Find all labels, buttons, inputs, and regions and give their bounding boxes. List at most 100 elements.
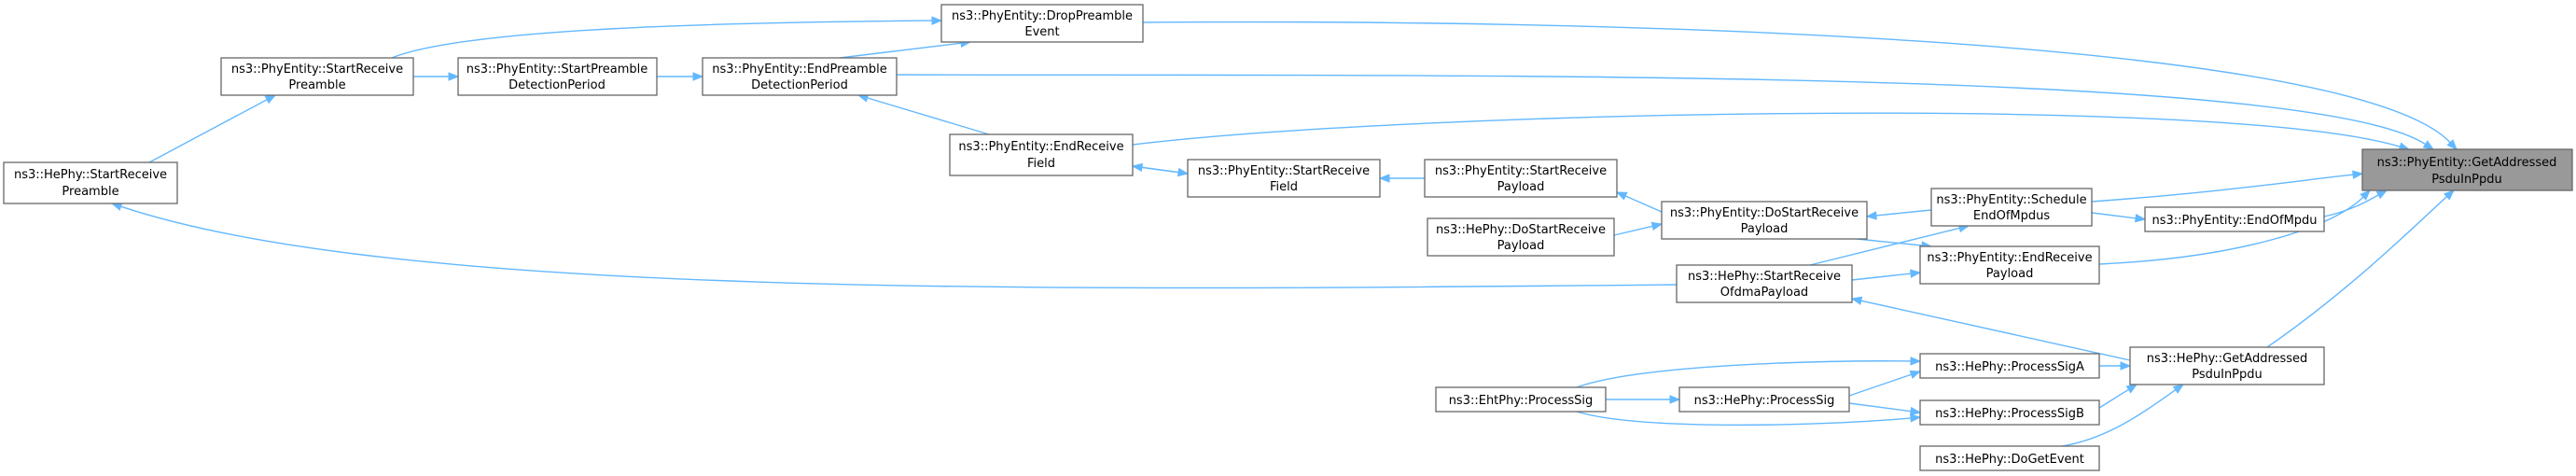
edge-line bbox=[1875, 209, 1932, 217]
node-label-line1: ns3::HePhy::StartReceive bbox=[1688, 270, 1841, 284]
edge-n12-to-n0 bbox=[2323, 189, 2388, 217]
node-label-line2: Preamble bbox=[62, 185, 118, 199]
edge-n2-to-n3 bbox=[413, 72, 460, 81]
arrowhead-icon bbox=[1669, 395, 1681, 404]
arrowhead-icon bbox=[1177, 167, 1190, 177]
edge-n20-to-n15 bbox=[2061, 384, 2185, 447]
edge-line bbox=[2098, 388, 2129, 409]
node-hephy-processsiga[interactable]: ns3::HePhy::ProcessSigA bbox=[1919, 353, 2100, 379]
edge-line bbox=[1132, 112, 2401, 147]
node-ehtphy-processsig[interactable]: ns3::EhtPhy::ProcessSig bbox=[1435, 386, 1607, 413]
edge-line bbox=[148, 99, 268, 163]
edge-n8-to-n7 bbox=[1378, 174, 1425, 183]
node-label-line2: OfdmaPayload bbox=[1720, 286, 1808, 300]
node-phyentity-getaddressed-psduinppdu[interactable]: ns3::PhyEntity::GetAddressed PsduInPpdu bbox=[2361, 148, 2573, 191]
edge-line bbox=[1851, 273, 1912, 281]
nodes-layer: ns3::PhyEntity::GetAddressed PsduInPpdu … bbox=[3, 4, 2573, 471]
edge-n1-to-n0 bbox=[1142, 21, 2458, 150]
arrowhead-icon bbox=[692, 72, 704, 81]
edge-line bbox=[867, 97, 990, 135]
edge-n18-to-n16 bbox=[1848, 370, 1922, 397]
arrowhead-icon bbox=[2352, 170, 2364, 179]
edge-n6-to-n0 bbox=[1132, 112, 2411, 151]
node-label-line2: DetectionPeriod bbox=[508, 78, 606, 92]
node-label-line1: ns3::HePhy::DoGetEvent bbox=[1935, 453, 2084, 467]
node-label-line2: PsduInPpdu bbox=[2192, 368, 2263, 382]
node-label-line1: ns3::PhyEntity::GetAddressed bbox=[2377, 156, 2557, 170]
node-hephy-dogetevent[interactable]: ns3::HePhy::DoGetEvent bbox=[1919, 445, 2100, 471]
node-label-line1: ns3::PhyEntity::DropPreamble bbox=[952, 9, 1133, 23]
edge-line bbox=[2266, 196, 2448, 348]
edge-n15-to-n0 bbox=[2266, 189, 2456, 348]
node-phyentity-endreceive-payload[interactable]: ns3::PhyEntity::EndReceive Payload bbox=[1919, 245, 2100, 285]
arrowhead-icon bbox=[1378, 174, 1390, 183]
edge-line bbox=[2061, 389, 2177, 447]
edge-line bbox=[1132, 165, 1179, 174]
arrowhead-icon bbox=[1615, 191, 1628, 201]
edge-n5-to-n2 bbox=[148, 94, 277, 163]
edge-line bbox=[1856, 238, 1923, 246]
node-phyentity-endofmpdu[interactable]: ns3::PhyEntity::EndOfMpdu bbox=[2144, 206, 2325, 232]
node-phyentity-startpreamble-detectionperiod[interactable]: ns3::PhyEntity::StartPreamble DetectionP… bbox=[457, 57, 658, 96]
edge-line bbox=[1809, 227, 1960, 266]
node-hephy-startreceive-preamble[interactable]: ns3::HePhy::StartReceive Preamble bbox=[3, 161, 178, 204]
edge-line bbox=[391, 20, 933, 59]
node-phyentity-schedule-endofmpdus[interactable]: ns3::PhyEntity::Schedule EndOfMpdus bbox=[1930, 188, 2093, 227]
edge-n11-to-n0 bbox=[2091, 170, 2364, 203]
edge-n19-to-n16 bbox=[1576, 357, 1922, 388]
node-label-line1: ns3::HePhy::ProcessSig bbox=[1694, 394, 1835, 408]
node-label-line2: Payload bbox=[1741, 222, 1789, 236]
edge-line bbox=[1848, 402, 1912, 413]
node-label-line2: Field bbox=[1270, 180, 1298, 194]
node-phyentity-startreceive-payload[interactable]: ns3::PhyEntity::StartReceive Payload bbox=[1424, 159, 1618, 198]
edge-n3-to-n4 bbox=[657, 72, 704, 81]
node-label-line1: ns3::PhyEntity::StartPreamble bbox=[466, 63, 648, 77]
edge-n15-to-n14 bbox=[1850, 296, 2131, 361]
edge-n10-to-n9 bbox=[1613, 221, 1664, 236]
arrowhead-icon bbox=[1650, 221, 1664, 231]
node-hephy-getaddressed-psduinppdu[interactable]: ns3::HePhy::GetAddressed PsduInPpdu bbox=[2129, 346, 2325, 385]
arrowhead-icon bbox=[2444, 189, 2456, 201]
arrowhead-icon bbox=[1909, 406, 1922, 416]
arrowhead-icon bbox=[2422, 140, 2435, 150]
node-label-line1: ns3::PhyEntity::DoStartReceive bbox=[1670, 206, 1859, 220]
edge-line bbox=[2091, 212, 2137, 219]
node-label-line2: Payload bbox=[1497, 180, 1545, 194]
node-label-line1: ns3::HePhy::DoStartReceive bbox=[1436, 223, 1606, 237]
node-phyentity-droppreamble-event[interactable]: ns3::PhyEntity::DropPreamble Event bbox=[940, 4, 1144, 43]
node-hephy-dostartreceive-payload[interactable]: ns3::HePhy::DoStartReceive Payload bbox=[1427, 217, 1615, 257]
node-phyentity-endpreamble-detectionperiod[interactable]: ns3::PhyEntity::EndPreamble DetectionPer… bbox=[702, 57, 898, 96]
node-phyentity-dostartreceive-payload[interactable]: ns3::PhyEntity::DoStartReceive Payload bbox=[1661, 201, 1868, 240]
node-phyentity-startreceive-field[interactable]: ns3::PhyEntity::StartReceive Field bbox=[1187, 159, 1381, 198]
edge-n17-to-n15 bbox=[2098, 384, 2138, 409]
node-hephy-processsigb[interactable]: ns3::HePhy::ProcessSigB bbox=[1919, 399, 2100, 426]
node-label-line1: ns3::PhyEntity::EndReceive bbox=[958, 140, 1123, 154]
node-label-line2: Event bbox=[1024, 25, 1059, 39]
arrowhead-icon bbox=[1865, 211, 1877, 220]
edge-line bbox=[120, 205, 1678, 289]
arrowhead-icon bbox=[1909, 370, 1922, 379]
arrowhead-icon bbox=[2446, 139, 2458, 150]
node-phyentity-startreceive-preamble[interactable]: ns3::PhyEntity::StartReceive Preamble bbox=[220, 57, 414, 96]
node-label-line2: PsduInPpdu bbox=[2431, 173, 2502, 187]
node-label-line2: Payload bbox=[1497, 239, 1545, 253]
arrowhead-icon bbox=[264, 94, 277, 105]
node-label-line2: Preamble bbox=[288, 78, 345, 92]
node-hephy-processsig[interactable]: ns3::HePhy::ProcessSig bbox=[1678, 386, 1850, 413]
edge-line bbox=[1142, 21, 2451, 144]
node-hephy-startreceive-ofdmapayload[interactable]: ns3::HePhy::StartReceive OfdmaPayload bbox=[1676, 264, 1853, 303]
edge-n18-to-n17 bbox=[1848, 402, 1922, 416]
node-phyentity-endreceive-field[interactable]: ns3::PhyEntity::EndReceive Field bbox=[949, 133, 1134, 176]
node-label-line1: ns3::HePhy::StartReceive bbox=[14, 168, 167, 182]
edges-layer bbox=[110, 16, 2458, 447]
node-label-line1: ns3::HePhy::ProcessSigB bbox=[1935, 407, 2084, 421]
edge-line bbox=[2323, 194, 2379, 217]
edge-n6-to-n4 bbox=[856, 93, 990, 135]
edge-n11-to-n12 bbox=[2091, 212, 2147, 223]
edge-line bbox=[1576, 411, 1912, 427]
edge-line bbox=[839, 42, 962, 59]
edge-n14-to-n13 bbox=[1851, 269, 1922, 281]
edge-n16-to-n15 bbox=[2099, 361, 2132, 371]
node-label-line2: Field bbox=[1027, 157, 1055, 171]
node-label-line1: ns3::EhtPhy::ProcessSig bbox=[1449, 394, 1594, 408]
